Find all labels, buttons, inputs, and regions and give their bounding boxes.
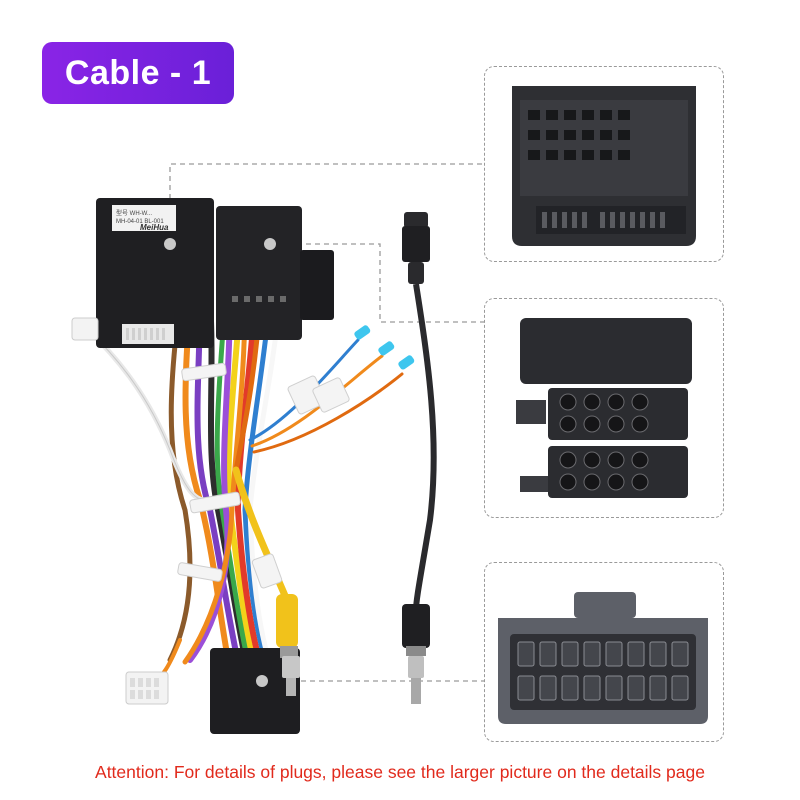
rca-plug bbox=[276, 594, 300, 696]
iso-connector-left bbox=[216, 206, 334, 340]
leader-line-quadlock bbox=[169, 163, 484, 244]
product-label-sticker: 型号 WH-W... MH-04-01 BL-001 MeiHua bbox=[116, 209, 169, 232]
cable-title-text: Cable - 1 bbox=[64, 53, 212, 92]
brand-label: MeiHua bbox=[140, 223, 169, 232]
quadlock-connector-left bbox=[96, 198, 214, 348]
sixteen-pin-connector bbox=[210, 648, 300, 734]
svg-text:型号 WH-W...: 型号 WH-W... bbox=[116, 209, 152, 217]
iso-connector-closeup bbox=[516, 318, 692, 498]
callout-dot-quadlock bbox=[164, 238, 176, 250]
svg-text:MH-04-01 BL-001: MH-04-01 BL-001 bbox=[116, 219, 164, 225]
cable-title-badge: Cable - 1 bbox=[42, 42, 234, 104]
wire-end-caps bbox=[354, 325, 415, 370]
cable-ties bbox=[177, 362, 350, 589]
callout-dot-iso bbox=[264, 238, 276, 250]
callout-dot-16pin bbox=[256, 675, 268, 687]
small-white-connector-top bbox=[71, 317, 99, 341]
leader-lines bbox=[169, 163, 484, 682]
leader-line-iso bbox=[270, 243, 484, 323]
attention-note: Attention: For details of plugs, please … bbox=[95, 762, 705, 782]
antenna-cable bbox=[402, 212, 437, 704]
sixteen-pin-connector-closeup bbox=[498, 592, 708, 724]
quadlock-connector-closeup bbox=[512, 86, 696, 246]
wire-bundle bbox=[85, 297, 404, 686]
small-white-connector-bottom bbox=[125, 671, 169, 705]
